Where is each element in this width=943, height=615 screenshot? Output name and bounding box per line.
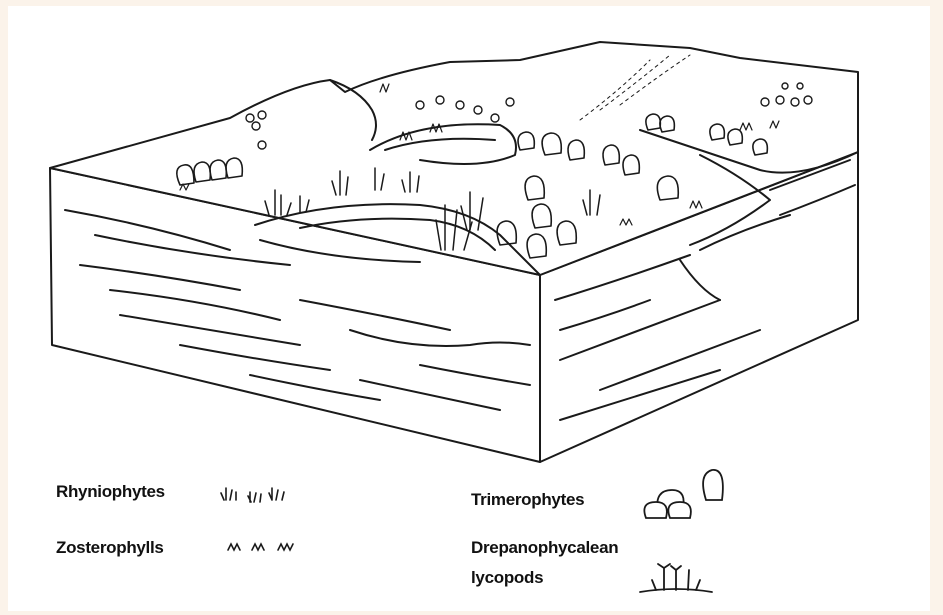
legend-label-drepanophycalean: Drepanophycalean — [471, 538, 618, 558]
zosterophyll-glyph — [224, 538, 304, 558]
rhyniophyte-glyph — [220, 482, 300, 506]
lycopod-glyph — [636, 560, 716, 600]
legend-label-lycopods: lycopods — [471, 568, 543, 588]
trimerophyte-glyph — [640, 466, 730, 526]
legend-label-zosterophylls: Zosterophylls — [56, 538, 164, 558]
legend-label-trimerophytes: Trimerophytes — [471, 490, 584, 510]
legend-label-rhyniophytes: Rhyniophytes — [56, 482, 165, 502]
